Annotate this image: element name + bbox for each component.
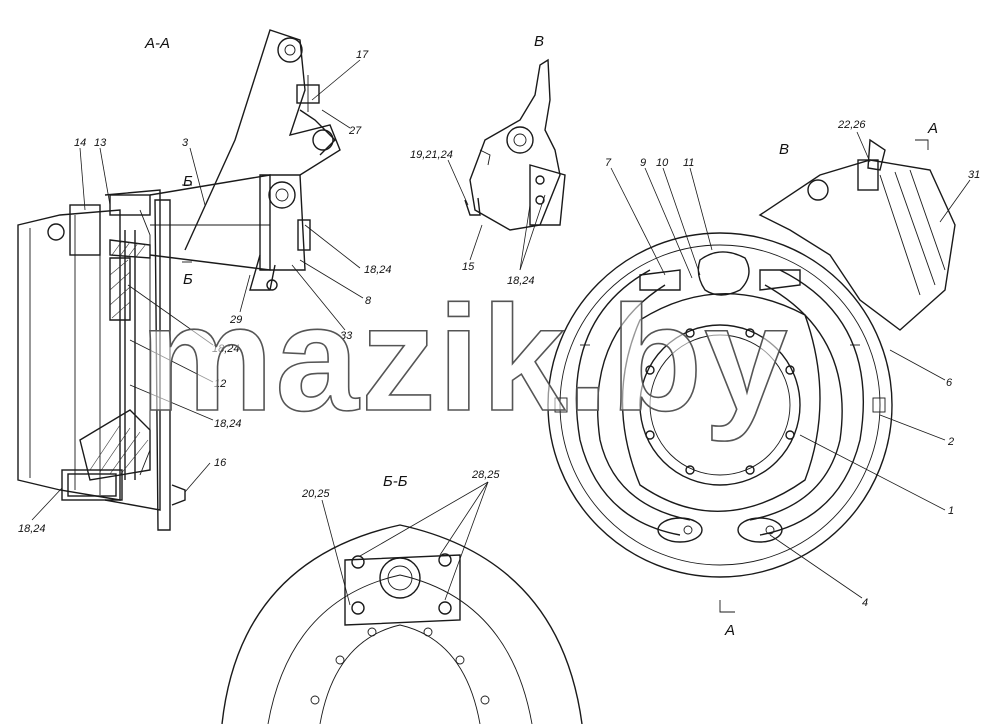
part-label-27: 27	[348, 125, 362, 137]
leader-lines	[31, 59, 971, 606]
part-label-22-26: 22,26	[837, 119, 866, 131]
part-label-16: 16	[214, 457, 227, 469]
part-label-8: 8	[365, 295, 372, 307]
part-label-17: 17	[356, 49, 369, 61]
part-label-31: 31	[968, 169, 980, 181]
part-label-18-24-d: 18,24	[18, 523, 46, 535]
section-bb-view	[221, 524, 583, 724]
part-label-1: 1	[948, 505, 954, 517]
part-label-3: 3	[182, 137, 189, 149]
part-label-28-25: 28,25	[471, 469, 500, 481]
part-label-12: 12	[214, 378, 226, 390]
part-label-19-21-24: 19,21,24	[410, 149, 453, 161]
section-mark-a-top: А	[927, 120, 938, 137]
part-label-18-24-a: 18,24	[364, 264, 392, 276]
part-label-9: 9	[640, 157, 646, 169]
view-mark-v: В	[779, 141, 789, 158]
part-label-18-24-c: 18,24	[214, 418, 242, 430]
view-v-detail	[464, 58, 566, 231]
part-label-33: 33	[340, 330, 353, 342]
part-label-18-24-e: 18,24	[507, 275, 535, 287]
part-label-18-24-b: 18,24	[212, 343, 240, 355]
section-title-v: В	[534, 33, 544, 50]
front-view-brake	[547, 138, 956, 613]
part-label-13: 13	[94, 137, 107, 149]
part-label-10: 10	[656, 157, 669, 169]
section-mark-a-bottom: А	[724, 622, 735, 639]
part-label-6: 6	[946, 377, 953, 389]
part-label-14: 14	[74, 137, 86, 149]
part-label-11: 11	[683, 157, 694, 169]
part-label-15: 15	[462, 261, 475, 273]
part-label-7: 7	[605, 157, 612, 169]
section-mark-b-lower: Б	[183, 271, 193, 288]
part-label-20-25: 20,25	[301, 488, 330, 500]
part-label-2: 2	[947, 436, 954, 448]
part-label-4: 4	[862, 597, 868, 609]
section-title-bb: Б-Б	[383, 473, 408, 490]
part-label-29: 29	[229, 314, 242, 326]
section-mark-b-upper: Б	[183, 173, 193, 190]
section-title-aa: А-А	[144, 35, 170, 52]
watermark-text: mazik.by	[140, 274, 790, 442]
